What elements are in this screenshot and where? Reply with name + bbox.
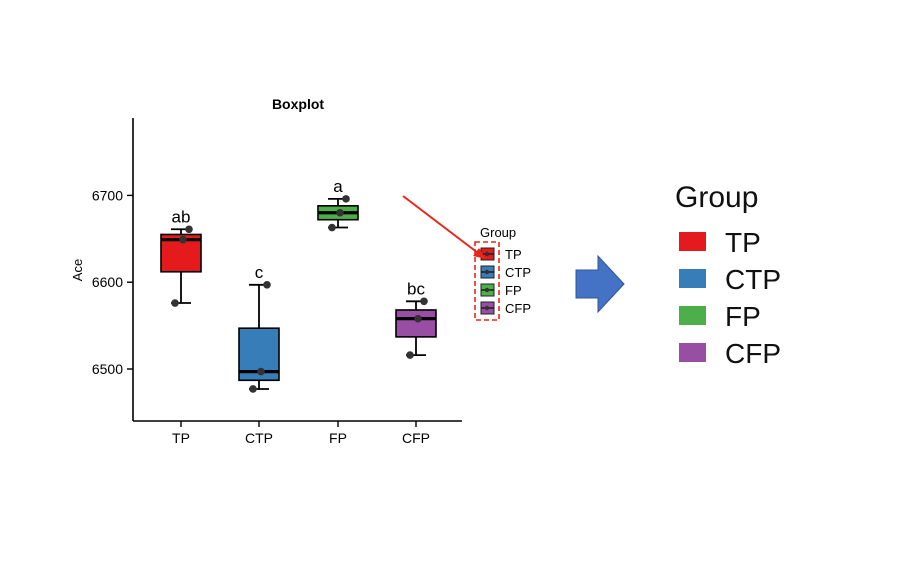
big-legend-swatch [679,232,706,251]
significance-letter: a [333,177,343,196]
small-legend: Group TP CTP FP CFP [480,225,531,316]
big-legend-swatch [679,343,706,362]
y-tick-label: 6600 [92,274,123,290]
data-point [406,351,414,359]
y-axis-label: Ace [70,259,85,281]
big-legend-item: TP [679,227,761,258]
small-legend-label: TP [505,247,522,262]
red-arrow-line [402,195,479,254]
big-right-arrow-icon [575,254,625,314]
data-point [171,299,179,307]
data-point [249,385,257,393]
y-tick-label: 6500 [92,361,123,377]
small-legend-label: FP [505,283,522,298]
data-point [179,235,187,244]
box-tp: ab [160,207,202,307]
data-point [328,223,336,232]
x-ticks: TP CTP FP CFP [172,421,430,446]
legend-highlight-box [474,241,500,321]
small-legend-item: CFP [480,301,531,316]
small-legend-item: FP [480,283,522,298]
x-tick-label: CFP [402,430,430,446]
big-legend-item: FP [679,301,761,332]
x-tick-label: FP [329,430,347,446]
big-legend-swatch [679,306,706,325]
data-point [414,314,422,323]
data-point [257,367,265,376]
box-cfp: bc [395,279,437,359]
big-legend-label: TP [725,227,761,258]
small-legend-item: TP [480,247,522,262]
big-legend: Group TP CTP FP CFP [675,181,781,369]
y-ticks: 6500 6600 6700 [92,187,133,377]
data-point [263,281,271,289]
data-point [342,195,350,203]
red-arrow-head [473,248,486,259]
small-legend-label: CFP [505,301,531,316]
small-legend-item: CTP [480,265,531,280]
box-iqr [395,309,437,338]
significance-letter: ab [172,207,191,226]
big-legend-item: CTP [679,264,781,295]
significance-letter: c [255,263,264,282]
box-ctp: c [238,263,280,393]
big-legend-item: CFP [679,338,781,369]
big-legend-title: Group [675,181,758,214]
chart-title: Boxplot [272,96,324,112]
big-legend-swatch [679,269,706,288]
big-legend-label: CTP [725,264,781,295]
big-legend-label: CFP [725,338,781,369]
big-legend-label: FP [725,301,761,332]
x-tick-label: TP [172,430,190,446]
data-point [185,225,193,234]
y-tick-label: 6700 [92,187,123,203]
box-fp: a [317,177,359,232]
significance-letter: bc [407,279,425,298]
small-legend-label: CTP [505,265,531,280]
data-point [420,297,428,306]
small-legend-title: Group [480,225,516,240]
data-point [336,208,344,217]
x-tick-label: CTP [245,430,273,446]
